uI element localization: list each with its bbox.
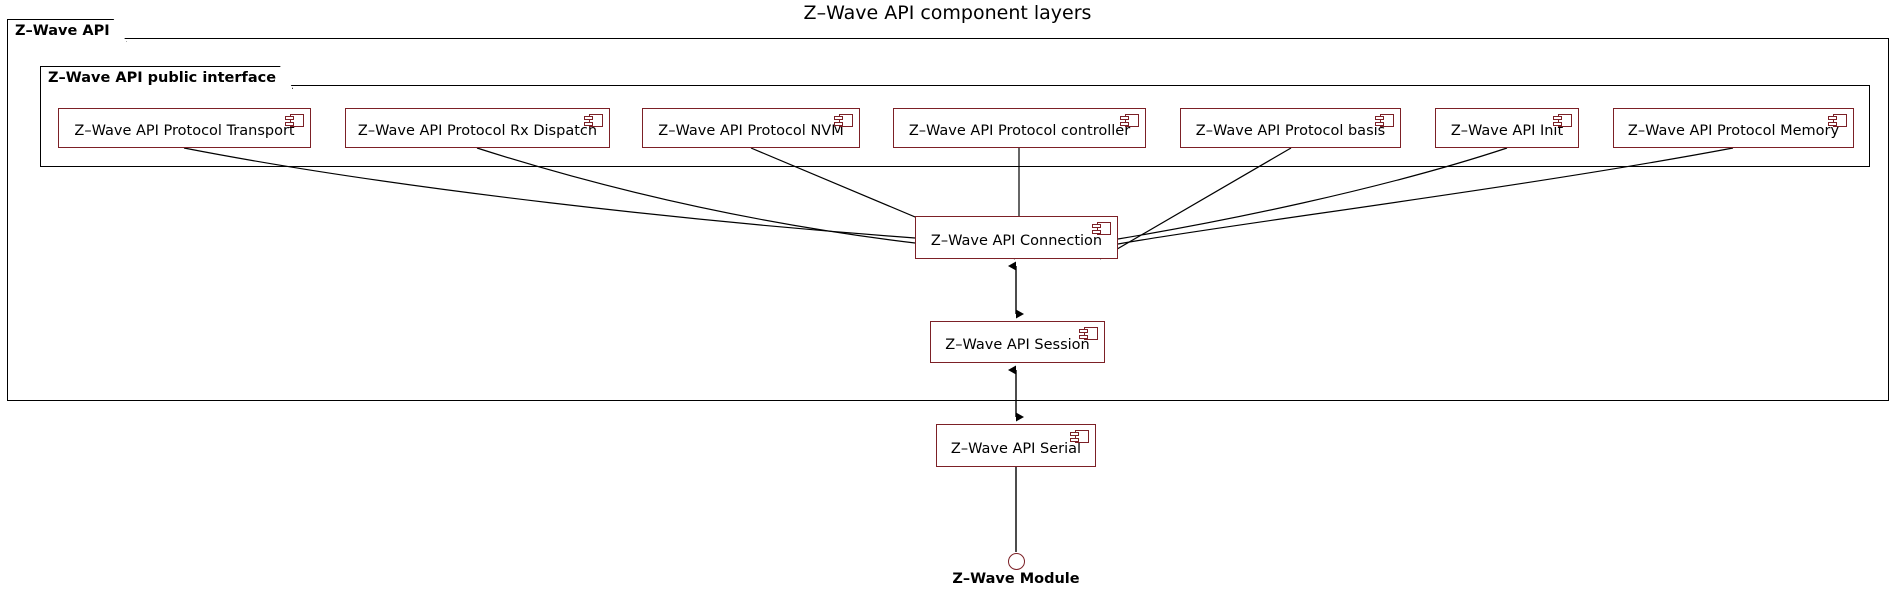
page-title: Z–Wave API component layers [803, 2, 1092, 24]
component-protocol-basis[interactable]: Z–Wave API Protocol basis [1180, 108, 1401, 148]
component-icon [1079, 327, 1098, 340]
component-protocol-transport[interactable]: Z–Wave API Protocol Transport [58, 108, 311, 148]
component-icon [1553, 114, 1572, 127]
component-icon [1120, 114, 1139, 127]
component-icon [1375, 114, 1394, 127]
component-protocol-rx-dispatch[interactable]: Z–Wave API Protocol Rx Dispatch [345, 108, 610, 148]
component-label: Z–Wave API Protocol Transport [74, 123, 295, 139]
component-protocol-memory[interactable]: Z–Wave API Protocol Memory [1613, 108, 1854, 148]
component-api-serial[interactable]: Z–Wave API Serial [936, 424, 1096, 467]
interface-circle-zwave-module[interactable] [1007, 552, 1025, 570]
package-zwave-api [7, 38, 1889, 401]
component-label: Z–Wave API Protocol Rx Dispatch [357, 123, 598, 139]
component-label: Z–Wave API Protocol controller [908, 123, 1131, 139]
component-icon [1070, 430, 1089, 443]
interface-label-zwave-module: Z–Wave Module [952, 571, 1080, 587]
component-label: Z–Wave API Protocol basis [1195, 123, 1386, 139]
package-public-interface-label: Z–Wave API public interface [40, 66, 293, 89]
component-label: Z–Wave API Protocol Memory [1627, 123, 1840, 139]
component-label: Z–Wave API Protocol NVM [658, 123, 844, 139]
component-icon [285, 114, 304, 127]
component-label: Z–Wave API Serial [950, 440, 1082, 457]
package-zwave-api-label: Z–Wave API [7, 19, 127, 42]
component-api-session[interactable]: Z–Wave API Session [930, 321, 1105, 363]
component-icon [1092, 222, 1111, 235]
component-icon [584, 114, 603, 127]
component-protocol-nvm[interactable]: Z–Wave API Protocol NVM [642, 108, 860, 148]
component-label: Z–Wave API Session [945, 337, 1090, 353]
component-protocol-controller[interactable]: Z–Wave API Protocol controller [893, 108, 1146, 148]
component-api-init[interactable]: Z–Wave API Init [1435, 108, 1579, 148]
component-api-connection[interactable]: Z–Wave API Connection [915, 216, 1118, 259]
package-public-interface [40, 85, 1870, 167]
component-label: Z–Wave API Connection [930, 232, 1103, 249]
component-label: Z–Wave API Init [1450, 123, 1564, 139]
component-icon [1828, 114, 1847, 127]
component-icon [834, 114, 853, 127]
